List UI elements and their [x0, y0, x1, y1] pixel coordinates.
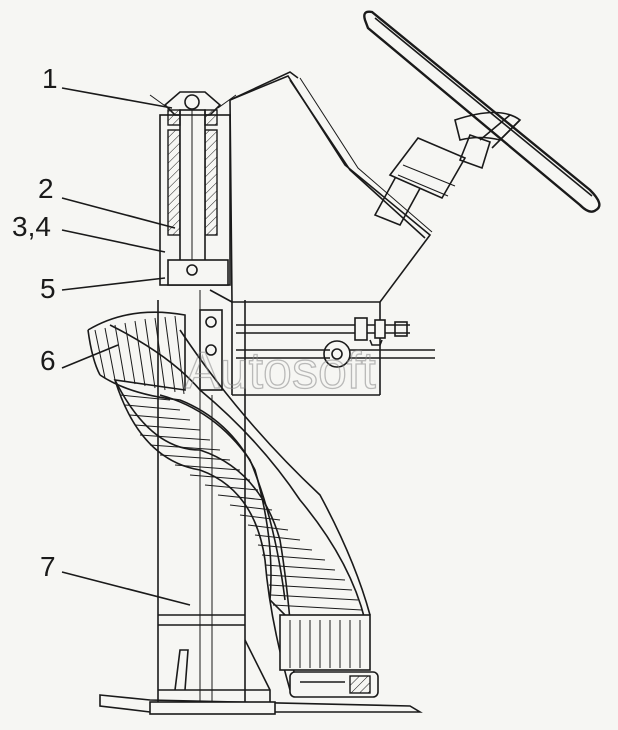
callout-labels: 1 2 3,4 5 6 7	[12, 63, 58, 582]
hose-ribs	[94, 315, 363, 611]
watermark: Autosoft	[185, 342, 376, 400]
clamp-assembly	[199, 309, 435, 391]
callout-5: 5	[40, 273, 56, 304]
leader-lines	[61, 87, 191, 606]
callout-7: 7	[40, 551, 56, 582]
callout-1: 1	[42, 63, 58, 94]
callout-3-4: 3,4	[12, 211, 51, 242]
callout-2: 2	[38, 173, 54, 204]
column-housing	[209, 75, 433, 396]
corrugated-hose	[87, 311, 379, 698]
steering-wheel	[363, 10, 601, 213]
steering-shaft	[373, 114, 521, 227]
top-joint	[149, 71, 299, 116]
upper-shaft-tube	[159, 109, 231, 286]
callout-6: 6	[40, 345, 56, 376]
base-plate	[99, 694, 423, 715]
